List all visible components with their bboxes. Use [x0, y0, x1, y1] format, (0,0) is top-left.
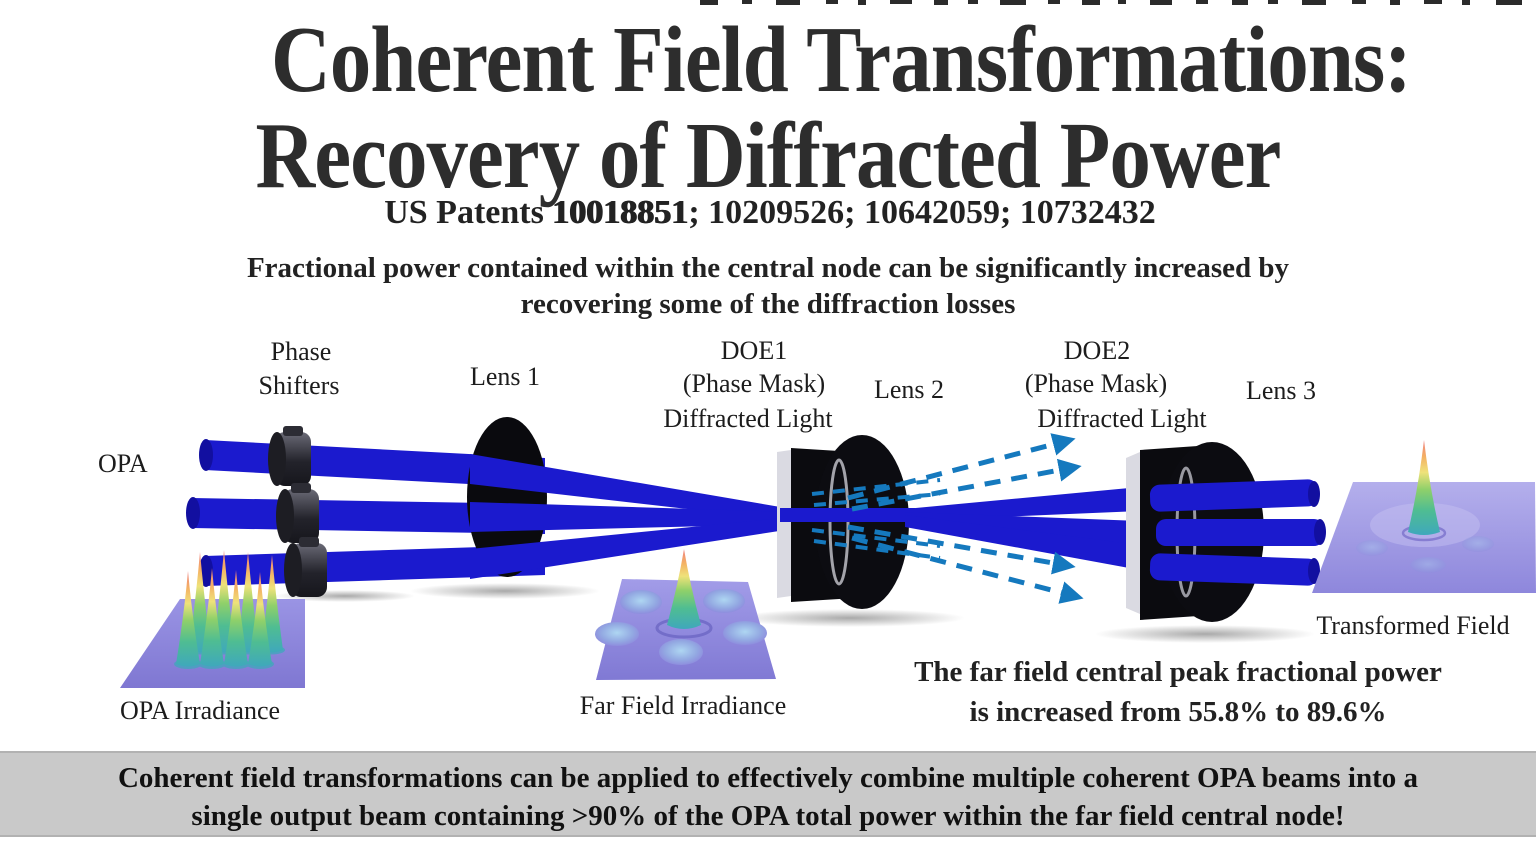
slide-title-line1: Coherent Field Transformations: — [271, 8, 1412, 112]
patents-line: US Patents 10018851; 10209526; 10642059;… — [384, 194, 1156, 232]
label-lens3: Lens 3 — [1245, 376, 1317, 405]
label-lens1: Lens 1 — [469, 362, 541, 391]
diffracted-light-arrows — [811, 433, 1084, 604]
patent-numbers-rest: ; 10209526; 10642059; 10732432 — [688, 194, 1156, 231]
label-doe1-line1: DOE1 — [720, 336, 788, 365]
patents-prefix: US Patents — [384, 194, 553, 231]
output-beams — [1149, 479, 1326, 586]
transformed-field-plot — [1312, 440, 1536, 593]
label-doe2-line2: (Phase Mask) — [1024, 369, 1168, 398]
footer-banner: Coherent field transformations can be ap… — [0, 751, 1536, 837]
label-opa: OPA — [98, 449, 148, 478]
footer-line1: Coherent field transformations can be ap… — [117, 762, 1419, 794]
opa-irradiance-plot — [120, 550, 305, 688]
far-field-irradiance-plot — [595, 549, 776, 680]
diverging-beams — [780, 487, 1140, 570]
statement-line1: Fractional power contained within the ce… — [246, 252, 1290, 284]
label-transformed-field: Transformed Field — [1316, 611, 1510, 640]
label-far-field-irradiance: Far Field Irradiance — [579, 691, 787, 720]
statement-line2: recovering some of the diffraction losse… — [520, 288, 1016, 320]
label-opa-irradiance: OPA Irradiance — [119, 696, 281, 725]
label-doe1-line3: Diffracted Light — [663, 404, 833, 433]
result-note-line2: is increased from 55.8% to 89.6% — [969, 696, 1387, 728]
patent-number-primary: 10018851 — [552, 194, 689, 231]
cropped-text-fragments — [700, 0, 1522, 5]
label-lens2: Lens 2 — [873, 375, 945, 404]
label-phase-shifters-line2: Shifters — [258, 371, 340, 400]
label-doe2-line3: Diffracted Light — [1037, 404, 1207, 433]
slide-title-line2: Recovery of Diffracted Power — [255, 104, 1282, 208]
result-note-line1: The far field central peak fractional po… — [914, 656, 1442, 688]
converging-beams — [470, 454, 792, 579]
footer-line2: single output beam containing >90% of th… — [191, 800, 1345, 832]
label-doe2-line1: DOE2 — [1063, 336, 1131, 365]
label-doe1-line2: (Phase Mask) — [682, 369, 826, 398]
shadows — [275, 583, 1315, 643]
phase-shifter-rings — [268, 426, 327, 597]
label-phase-shifters-line1: Phase — [270, 337, 332, 366]
